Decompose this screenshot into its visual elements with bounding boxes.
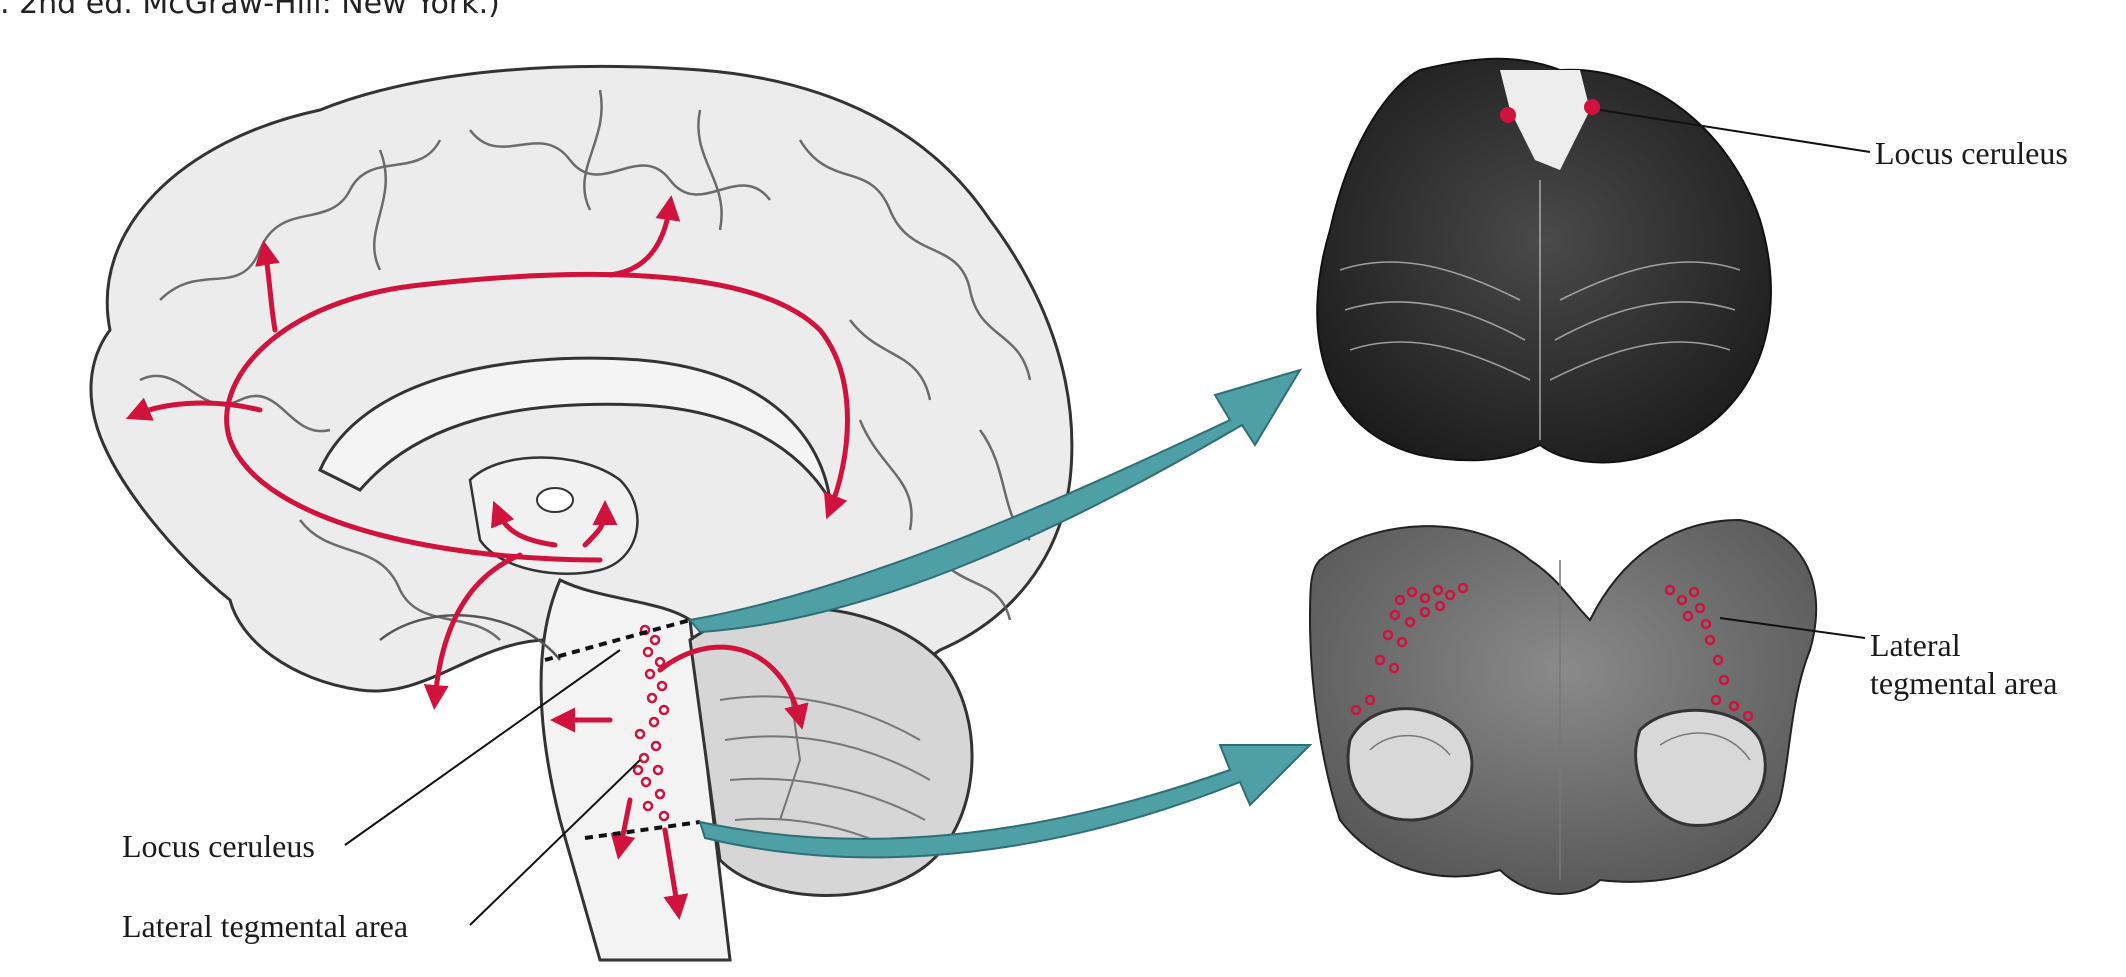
thalamic-branch-right [582, 500, 618, 548]
section-levels [544, 618, 701, 840]
brainstem-cell-dots [632, 624, 670, 822]
noradrenergic-projections [125, 195, 850, 920]
frontal-branch [125, 397, 263, 421]
thalamus [468, 456, 639, 575]
cerebellar-branch [657, 644, 809, 730]
brainstem [539, 577, 732, 962]
right-lateral-tegmental-label-line2: tegmental area [1870, 665, 2058, 701]
upper-section-pons [1316, 57, 1772, 464]
lower-teal-arrow [698, 744, 1313, 859]
left-locus-ceruleus-label: Locus ceruleus [122, 828, 315, 864]
thalamic-branch-left [490, 500, 558, 548]
lower-section-medulla [1308, 518, 1818, 895]
sagittal-brain-drawing [89, 64, 1074, 962]
label-leader-lines [344, 109, 1871, 926]
descending-branch-2 [662, 827, 689, 920]
upper-teal-arrow [688, 368, 1303, 634]
left-lateral-tegmental-label: Lateral tegmental area [122, 908, 409, 944]
right-lateral-tegmental-label-line1: Lateral [1870, 627, 1961, 663]
figure-caption-fragment: . 2nd ed. McGraw-Hill: New York.) [0, 0, 500, 21]
superior-branch-right [607, 195, 681, 278]
locus-ceruleus-dot-right [1584, 99, 1600, 115]
dorsal-bundle-arc [224, 271, 850, 563]
right-locus-ceruleus-label: Locus ceruleus [1875, 135, 2068, 171]
superior-branch-left [255, 240, 280, 333]
lateral-tegmental-dots [1350, 582, 1754, 722]
temporal-branch [423, 552, 523, 710]
descending-branch-1 [610, 797, 636, 860]
locus-ceruleus-dot-left [1500, 107, 1516, 123]
gyri-lines [139, 89, 1032, 641]
